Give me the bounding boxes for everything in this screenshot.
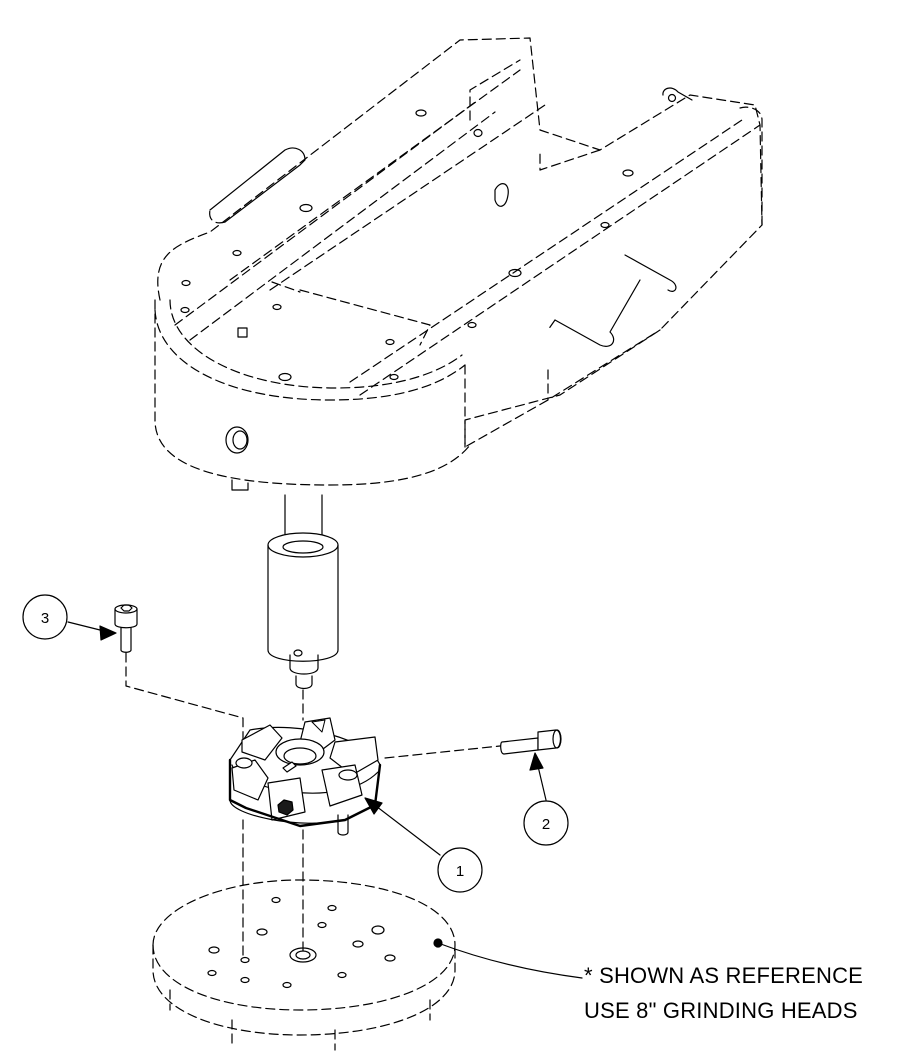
- spindle-shaft: [267, 494, 339, 721]
- reference-note-line-1: * SHOWN AS REFERENCE: [584, 963, 864, 988]
- cap-screw-horizontal: [384, 729, 562, 759]
- callout-3: 3: [22, 594, 68, 640]
- callout-2: 2: [523, 800, 569, 846]
- cap-screw-vertical: [114, 604, 244, 743]
- coupler-hub: [228, 717, 382, 836]
- callout-3-label: 3: [41, 610, 49, 627]
- callout-2-label: 2: [542, 816, 550, 833]
- reference-note-line-2: USE 8" GRINDING HEADS: [584, 998, 858, 1023]
- callout-1: 1: [437, 847, 483, 893]
- grinding-head-plate: [152, 819, 456, 1051]
- callout-1-label: 1: [456, 863, 464, 880]
- leader-lines: [67, 621, 583, 979]
- carriage-housing: [154, 37, 763, 491]
